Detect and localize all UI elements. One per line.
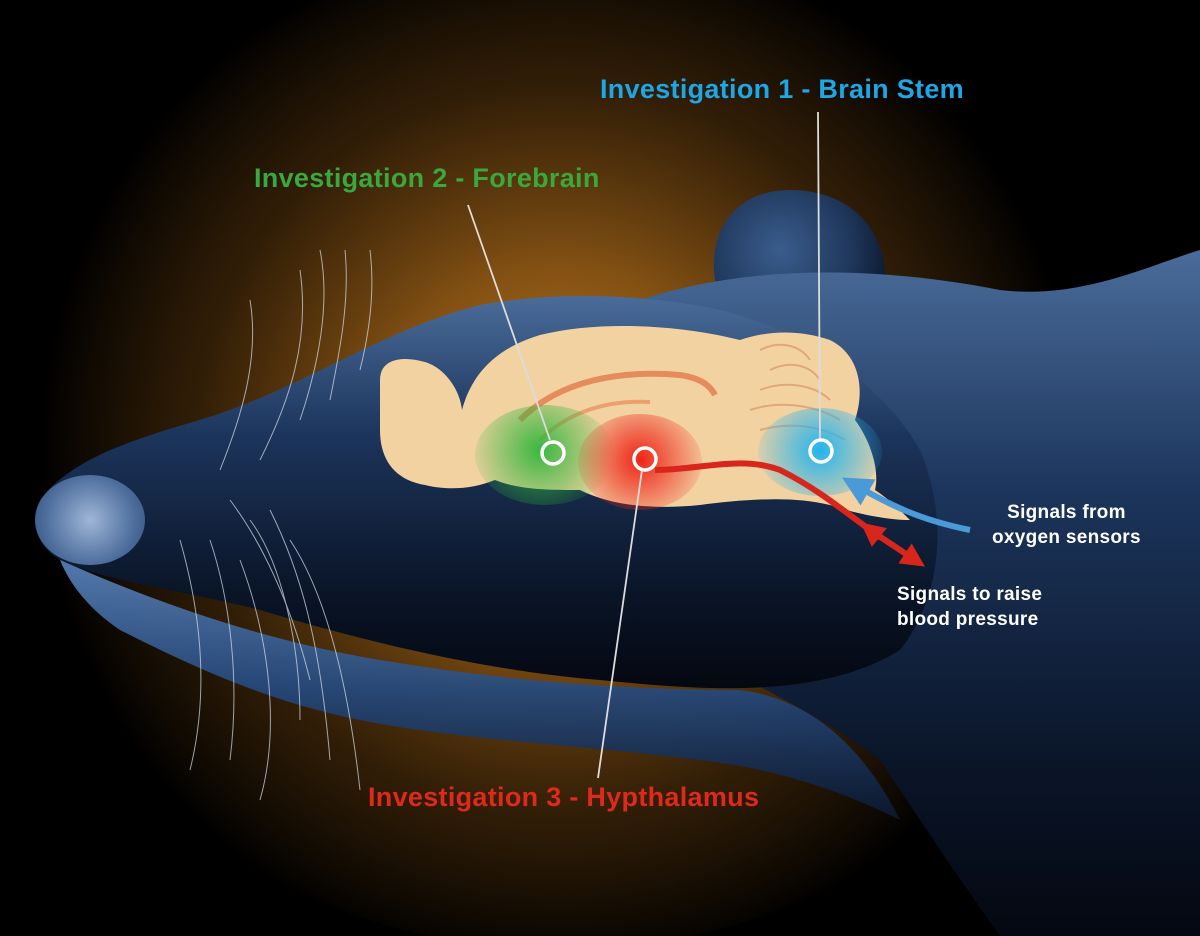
investigation-3-label: Investigation 3 - Hypthalamus: [368, 782, 759, 813]
red-signal-path: [654, 460, 925, 567]
signals-to-line-1: Signals to raise: [897, 584, 1043, 605]
whiskers: [179, 249, 373, 801]
red-signal-arrowhead: [860, 522, 887, 547]
forebrain-leader-line: [467, 204, 551, 441]
forebrain-target-circle: [540, 440, 566, 466]
signals-to-line-2: blood pressure: [897, 609, 1039, 630]
blue-signal-path: [841, 477, 971, 533]
hypothalamus-leader-line: [597, 469, 643, 779]
brainstem-leader-line: [817, 111, 821, 441]
signals-to-note: Signals to raise blood pressure: [897, 582, 1042, 632]
investigation-1-label: Investigation 1 - Brain Stem: [600, 74, 964, 105]
brainstem-target-circle: [808, 438, 834, 464]
jaw-shape: [60, 560, 900, 820]
investigation-1-text: Investigation 1 - Brain Stem: [600, 74, 964, 104]
investigation-3-text: Investigation 3 - Hypthalamus: [368, 782, 760, 812]
hypothalamus-target-circle: [632, 446, 658, 472]
investigation-2-text: Investigation 2 - Forebrain: [254, 163, 600, 193]
signals-from-note: Signals from oxygen sensors: [992, 500, 1141, 550]
investigation-2-label: Investigation 2 - Forebrain: [254, 163, 600, 194]
signals-from-line-1: Signals from: [1007, 502, 1126, 523]
signals-from-line-2: oxygen sensors: [992, 527, 1141, 548]
nose-shape: [35, 475, 145, 565]
